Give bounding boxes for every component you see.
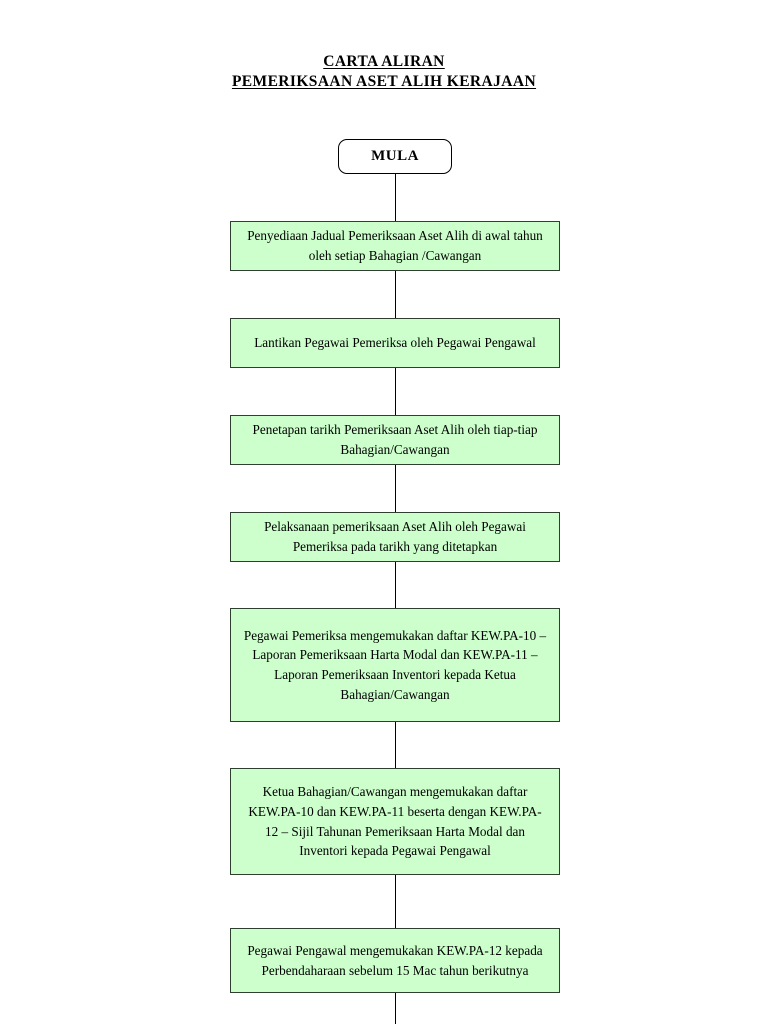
flow-connector-step1-step2 xyxy=(395,271,396,318)
flow-node-step2-label: Lantikan Pegawai Pemeriksa oleh Pegawai … xyxy=(254,335,536,351)
flow-node-step7[interactable]: Pegawai Pengawal mengemukakan KEW.PA-12 … xyxy=(230,928,560,993)
flow-connector-step6-step7 xyxy=(395,875,396,928)
flow-node-step5[interactable]: Pegawai Pemeriksa mengemukakan daftar KE… xyxy=(230,608,560,722)
flow-node-start-label: MULA xyxy=(371,148,419,164)
flow-node-step3[interactable]: Penetapan tarikh Pemeriksaan Aset Alih o… xyxy=(230,415,560,465)
flow-connector-step2-step3 xyxy=(395,368,396,415)
flow-connector-step7-next xyxy=(395,993,396,1024)
flow-connector-start-step1 xyxy=(395,174,396,221)
flow-node-step6-label: Ketua Bahagian/Cawangan mengemukakan daf… xyxy=(248,784,542,859)
title-line-1: CARTA ALIRAN xyxy=(323,53,445,70)
title-line-2: PEMERIKSAAN ASET ALIH KERAJAAN xyxy=(231,73,537,90)
flow-node-step1[interactable]: Penyediaan Jadual Pemeriksaan Aset Alih … xyxy=(230,221,560,271)
flow-node-step2[interactable]: Lantikan Pegawai Pemeriksa oleh Pegawai … xyxy=(230,318,560,368)
flow-connector-step4-step5 xyxy=(395,562,396,608)
flow-node-step1-label: Penyediaan Jadual Pemeriksaan Aset Alih … xyxy=(247,228,543,263)
flow-connector-step3-step4 xyxy=(395,465,396,512)
flow-node-step4-label: Pelaksanaan pemeriksaan Aset Alih oleh P… xyxy=(264,519,526,554)
flow-node-step4[interactable]: Pelaksanaan pemeriksaan Aset Alih oleh P… xyxy=(230,512,560,562)
flow-node-step7-label: Pegawai Pengawal mengemukakan KEW.PA-12 … xyxy=(247,942,543,978)
flow-connector-step5-step6 xyxy=(395,722,396,768)
flow-node-step6[interactable]: Ketua Bahagian/Cawangan mengemukakan daf… xyxy=(230,768,560,875)
flow-node-step3-label: Penetapan tarikh Pemeriksaan Aset Alih o… xyxy=(252,422,538,457)
flow-node-start[interactable]: MULA xyxy=(338,139,452,174)
page-title: CARTA ALIRAN PEMERIKSAAN ASET ALIH KERAJ… xyxy=(0,52,768,92)
flow-node-step5-label: Pegawai Pemeriksa mengemukakan daftar KE… xyxy=(243,627,547,702)
